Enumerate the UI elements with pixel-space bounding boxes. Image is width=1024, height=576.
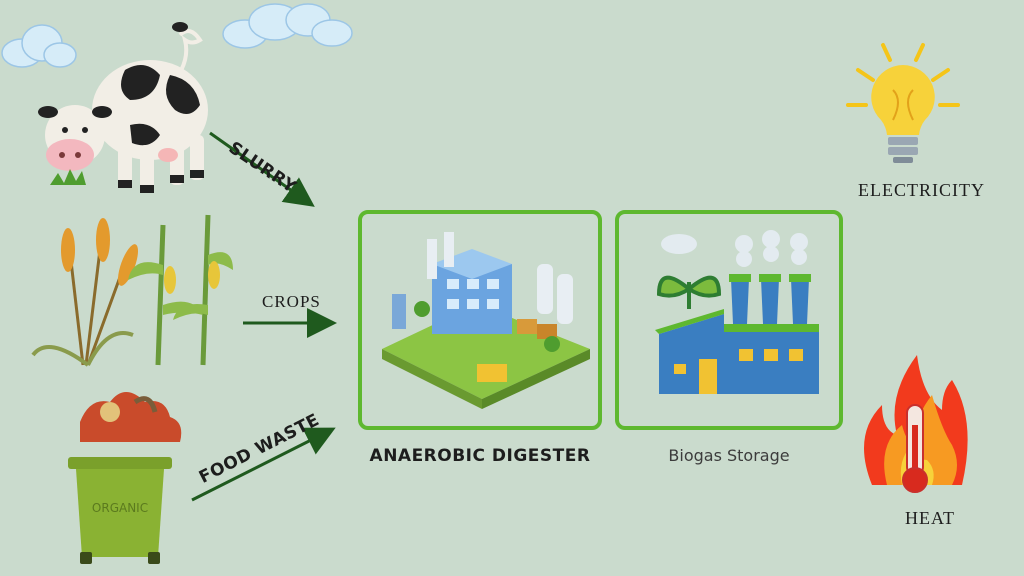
- cloud-icon: [1, 24, 77, 68]
- heat-fire-icon: [864, 355, 968, 493]
- light-bulb-icon: [846, 43, 960, 163]
- bin-label: ORGANIC: [92, 501, 148, 515]
- cloud-icon: [222, 3, 353, 49]
- organic-bin-icon: ORGANIC: [68, 392, 182, 564]
- biogas-storage-box: [615, 210, 843, 430]
- storage-label: Biogas Storage: [668, 446, 790, 465]
- slurry-arrow: [209, 131, 315, 207]
- electricity-label: ELECTRICITY: [858, 180, 985, 200]
- digester-label: ANAEROBIC DIGESTER: [369, 446, 591, 466]
- anaerobic-digester-box: [358, 210, 602, 430]
- biogas-facility-icon: [655, 230, 819, 394]
- digester-plant-icon: [382, 232, 590, 409]
- crops-label: CROPS: [262, 292, 321, 311]
- crops-icon: [31, 214, 233, 367]
- cow-icon: [38, 22, 208, 193]
- heat-label: HEAT: [905, 508, 955, 528]
- food-waste-arrow: [191, 427, 336, 502]
